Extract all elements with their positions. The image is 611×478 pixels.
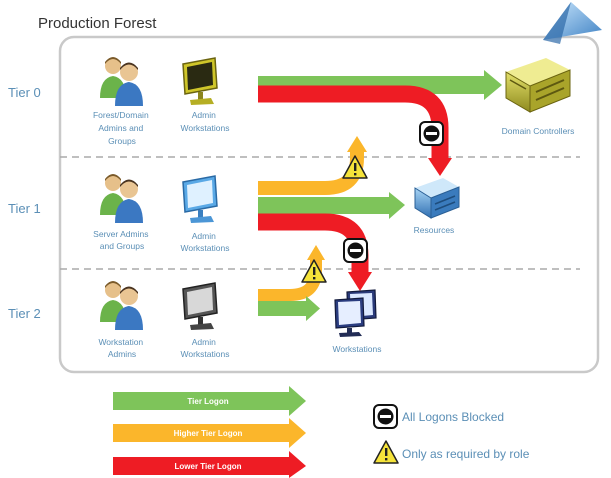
legend-blocked-label: All Logons Blocked bbox=[402, 410, 504, 424]
legend-blocked-icon bbox=[373, 404, 398, 429]
admin-workstation-icon bbox=[182, 175, 218, 223]
workstations-icon bbox=[334, 289, 377, 337]
warning-icon bbox=[342, 155, 368, 179]
tier-2-workstation-caption: Admin Workstations bbox=[181, 337, 230, 359]
admins-group-icon bbox=[100, 57, 143, 106]
tier-0-group-caption: Forest/Domain Admins and Groups bbox=[93, 110, 151, 146]
blocked-icon bbox=[343, 238, 368, 263]
domain-controllers-label: Domain Controllers bbox=[502, 126, 575, 136]
tier-0-label: Tier 0 bbox=[8, 85, 41, 100]
tier-2-label: Tier 2 bbox=[8, 306, 41, 321]
legend-higher-tier-arrow: Higher Tier Logon bbox=[113, 418, 306, 448]
tier-2-group-caption: Workstation Admins bbox=[98, 337, 145, 359]
pyramid-icon bbox=[543, 2, 602, 44]
legend-lower-tier-arrow: Lower Tier Logon bbox=[113, 451, 306, 478]
tier-0-workstation-caption: Admin Workstations bbox=[181, 110, 230, 133]
admins-group-icon bbox=[100, 174, 143, 223]
resources-label: Resources bbox=[414, 225, 455, 235]
blocked-icon bbox=[419, 121, 444, 146]
resources-server-icon bbox=[414, 178, 460, 219]
domain-controller-icon bbox=[505, 58, 571, 113]
warning-icon bbox=[301, 259, 327, 283]
legend-tier-logon-label: Tier Logon bbox=[187, 397, 228, 406]
tier1-yellow-arrow bbox=[258, 136, 367, 195]
workstations-label: Workstations bbox=[333, 344, 382, 354]
admin-workstation-icon bbox=[182, 282, 218, 330]
tier-1-group-caption: Server Admins and Groups bbox=[93, 229, 151, 251]
legend-tier-logon-arrow: Tier Logon bbox=[113, 386, 306, 416]
tier2-green-arrow bbox=[258, 296, 320, 321]
admin-workstation-icon bbox=[182, 57, 218, 105]
tier-1-label: Tier 1 bbox=[8, 201, 41, 216]
admins-group-icon bbox=[100, 281, 143, 330]
tier1-green-arrow bbox=[258, 192, 405, 219]
diagram-title: Production Forest bbox=[38, 15, 157, 32]
legend-lower-tier-label: Lower Tier Logon bbox=[175, 462, 242, 471]
legend-higher-tier-label: Higher Tier Logon bbox=[174, 429, 243, 438]
legend-warning-icon bbox=[373, 440, 399, 464]
legend-warning-label: Only as required by role bbox=[402, 447, 530, 461]
tier-1-workstation-caption: Admin Workstations bbox=[181, 231, 230, 253]
